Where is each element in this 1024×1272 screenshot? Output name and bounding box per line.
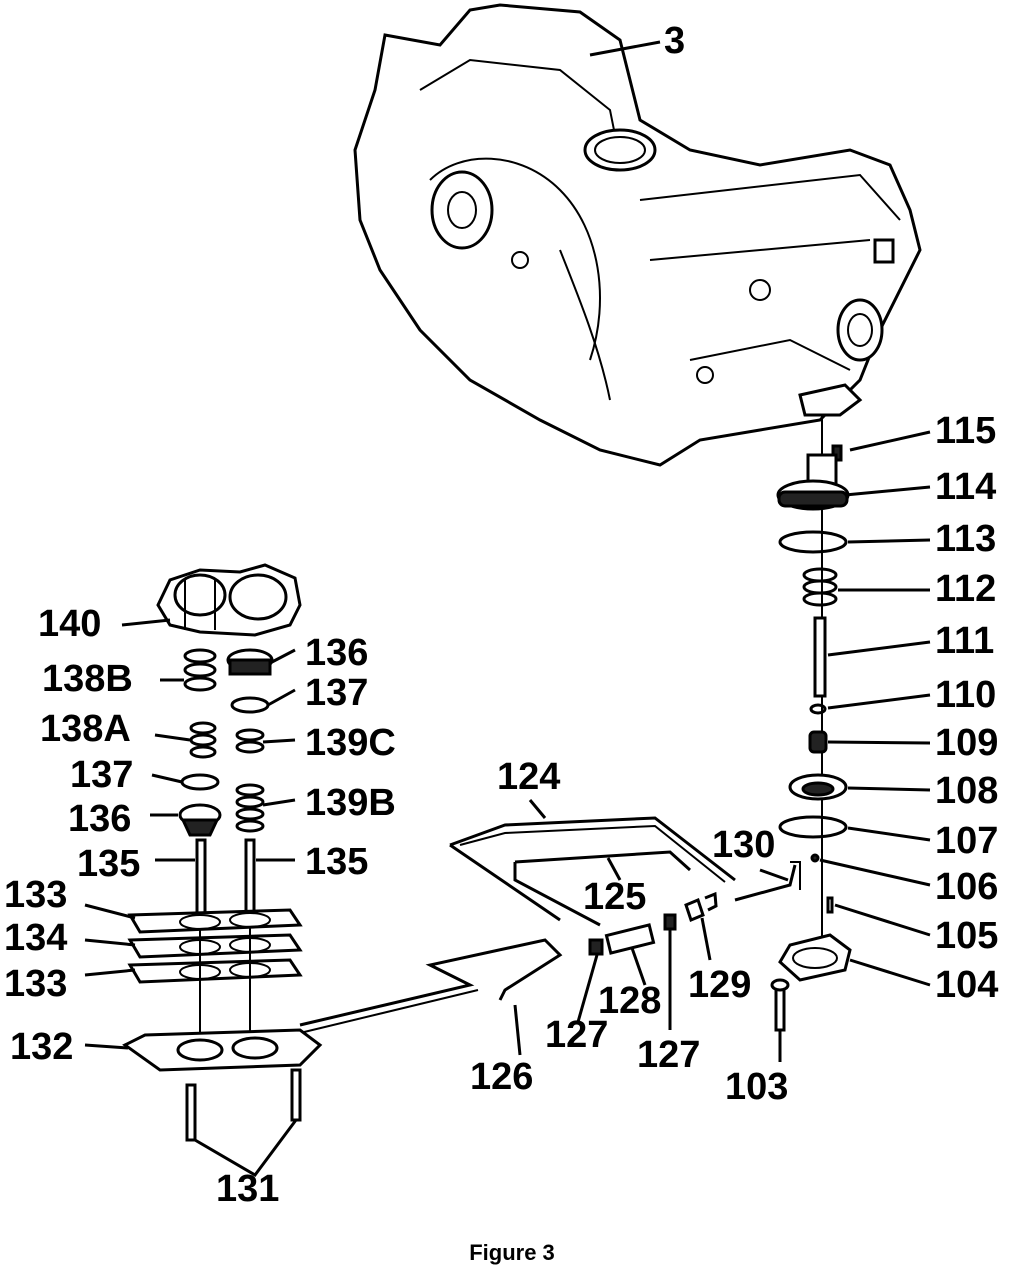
callout-105: 105 [935, 915, 999, 957]
callout-109: 109 [935, 722, 999, 764]
callout-108: 108 [935, 770, 999, 812]
callout-104: 104 [935, 964, 999, 1006]
callout-132: 132 [10, 1026, 74, 1068]
callout-130: 130 [712, 824, 776, 866]
transmission-case [353, 3, 922, 467]
callout-136-right: 136 [305, 632, 369, 674]
callout-138A: 138A [40, 708, 131, 750]
callout-125: 125 [583, 876, 647, 918]
callout-115: 115 [935, 410, 997, 452]
callout-103: 103 [725, 1066, 789, 1108]
callout-111: 111 [935, 620, 995, 662]
callout-114: 114 [935, 466, 997, 508]
callout-136-left: 136 [68, 798, 132, 840]
accumulator-stack [122, 563, 323, 1142]
callout-131: 131 [216, 1168, 280, 1210]
callout-106: 106 [935, 866, 999, 908]
callout-3: 3 [664, 20, 686, 62]
figure-caption: Figure 3 [469, 1240, 555, 1265]
callout-113: 113 [935, 518, 997, 560]
callout-137-left: 137 [70, 754, 134, 796]
callout-107: 107 [935, 820, 999, 862]
callout-112: 112 [935, 568, 997, 610]
callout-139C: 139C [305, 722, 396, 764]
right-servo-stack [770, 415, 852, 1032]
callout-129: 129 [688, 964, 752, 1006]
leader-lines [84, 40, 931, 1177]
callout-140: 140 [38, 603, 102, 645]
callout-138B: 138B [42, 658, 133, 700]
callout-133-lower: 133 [4, 963, 68, 1005]
oil-pipes-and-filter [299, 816, 801, 1034]
callout-133-upper: 133 [4, 874, 68, 916]
callout-127-upper: 127 [545, 1014, 609, 1056]
callout-126: 126 [470, 1056, 534, 1098]
callout-139B: 139B [305, 782, 396, 824]
callout-127-lower: 127 [637, 1034, 701, 1076]
callout-128: 128 [598, 980, 662, 1022]
callout-110: 110 [935, 674, 997, 716]
callout-134: 134 [4, 917, 68, 959]
callout-135-right: 135 [305, 841, 369, 883]
callout-135-left: 135 [77, 843, 141, 885]
callout-124: 124 [497, 756, 561, 798]
callout-137-right: 137 [305, 672, 369, 714]
